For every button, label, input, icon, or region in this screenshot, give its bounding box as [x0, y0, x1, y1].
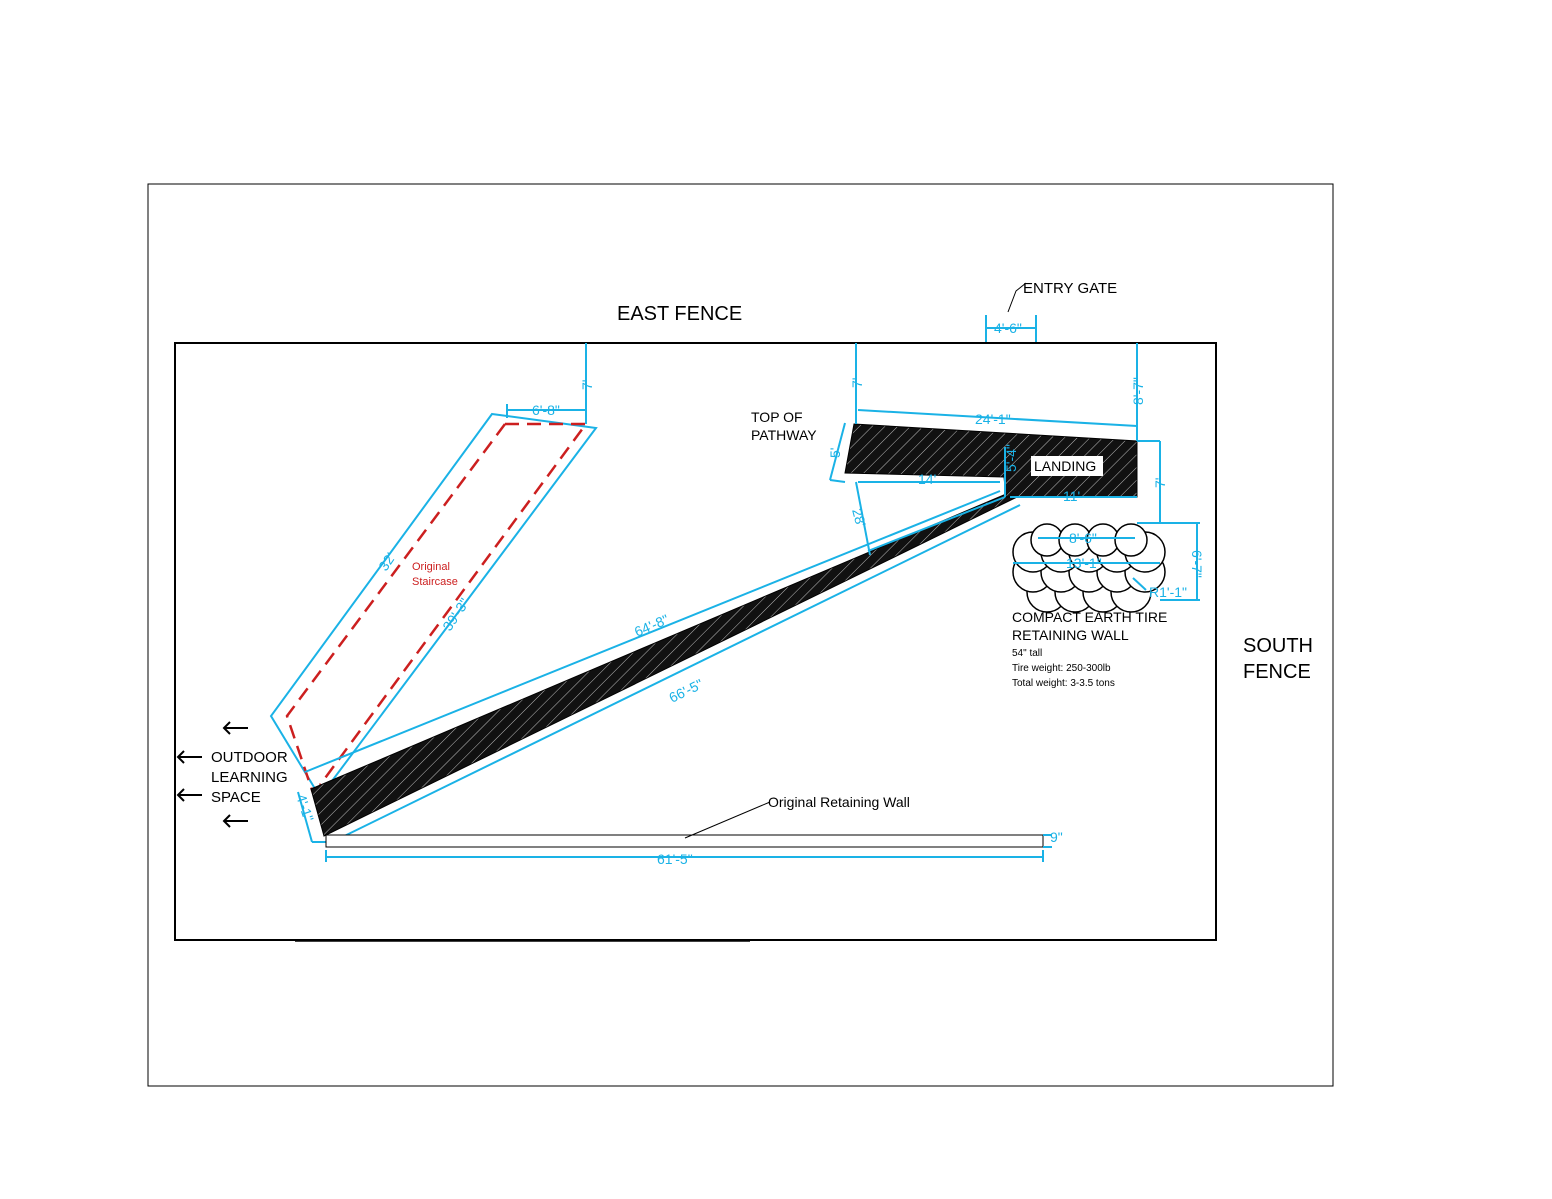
- tire-wall-label-2: RETAINING WALL: [1012, 627, 1129, 643]
- gate-dimension: [985, 315, 1037, 342]
- ramp-upper-dim: 64'-8": [632, 611, 671, 640]
- outdoor-label: OUTDOOR: [211, 749, 288, 766]
- outdoor-label-3: SPACE: [211, 789, 261, 806]
- east-fence-label: EAST FENCE: [617, 303, 742, 325]
- tire-note-3: Total weight: 3-3.5 tons: [1012, 678, 1115, 689]
- original-staircase-line: [285, 423, 507, 794]
- original-staircase-label: Original: [412, 561, 450, 573]
- landing-side-dim: 7': [1152, 478, 1168, 488]
- south-fence-label: SOUTH: [1243, 635, 1313, 657]
- original-staircase-label-2: Staircase: [412, 576, 458, 588]
- landing-label: LANDING: [1034, 458, 1096, 474]
- tire-w1-dim: 8'-6": [1069, 530, 1097, 546]
- tire-h-dim: 6'-7": [1189, 550, 1205, 578]
- tire-r-dim: R1'-1": [1149, 584, 1187, 600]
- stair-top-dim: 6'-8": [532, 402, 560, 418]
- tire-note-1: 54" tall: [1012, 648, 1042, 659]
- sheet-frame: [147, 183, 1334, 1087]
- tire-note-2: Tire weight: 250-300lb: [1012, 663, 1111, 674]
- arrow-icon: [176, 721, 248, 828]
- top-of-pathway-label-2: PATHWAY: [751, 427, 817, 443]
- ramp-pathway: [310, 493, 1017, 837]
- landing-width-dim: 11': [1063, 488, 1080, 504]
- inner-14-dim: 14': [918, 471, 936, 487]
- top-width-dim: 24'-1": [975, 411, 1011, 427]
- original-retaining-wall: [325, 834, 1044, 848]
- stair-offset-dim: 7': [579, 380, 595, 390]
- landing-label-bg: [1031, 456, 1103, 476]
- original-staircase-line-2: [318, 422, 589, 786]
- original-retaining-wall-label: Original Retaining Wall: [768, 794, 910, 810]
- path-top-offset-dim: 7': [849, 378, 865, 388]
- wall-thickness-dim: 9": [1050, 829, 1063, 845]
- landing-dim-lines: [297, 343, 1161, 846]
- wall-dim-lines: [325, 834, 1052, 862]
- site-boundary: [174, 342, 1217, 941]
- south-fence-label-2: FENCE: [1243, 661, 1311, 683]
- upper-28-dim: 28': [849, 507, 869, 529]
- tire-dim-lines: [1013, 522, 1200, 601]
- entry-gate-leader: [1007, 282, 1027, 313]
- top-of-pathway-label: TOP OF: [751, 409, 803, 425]
- outdoor-label-2: LEARNING: [211, 769, 288, 786]
- retaining-wall-leader: [684, 801, 771, 839]
- entry-gate-label: ENTRY GATE: [1023, 280, 1117, 297]
- landing-top-offset-dim: 8'-7": [1130, 377, 1146, 405]
- landing-height-dim: 5'-4": [1003, 444, 1019, 472]
- tire-wall-label: COMPACT EARTH TIRE: [1012, 609, 1167, 625]
- ramp-lower-dim: 66'-5": [666, 676, 705, 706]
- wall-length-dim: 61'-5": [657, 851, 693, 867]
- stair-dim-lines: [506, 343, 587, 424]
- gate-dimension-text: 4'-6": [994, 320, 1022, 336]
- tire-w2-dim: 13'-1": [1066, 555, 1102, 571]
- top-left-dim: 5': [827, 448, 843, 458]
